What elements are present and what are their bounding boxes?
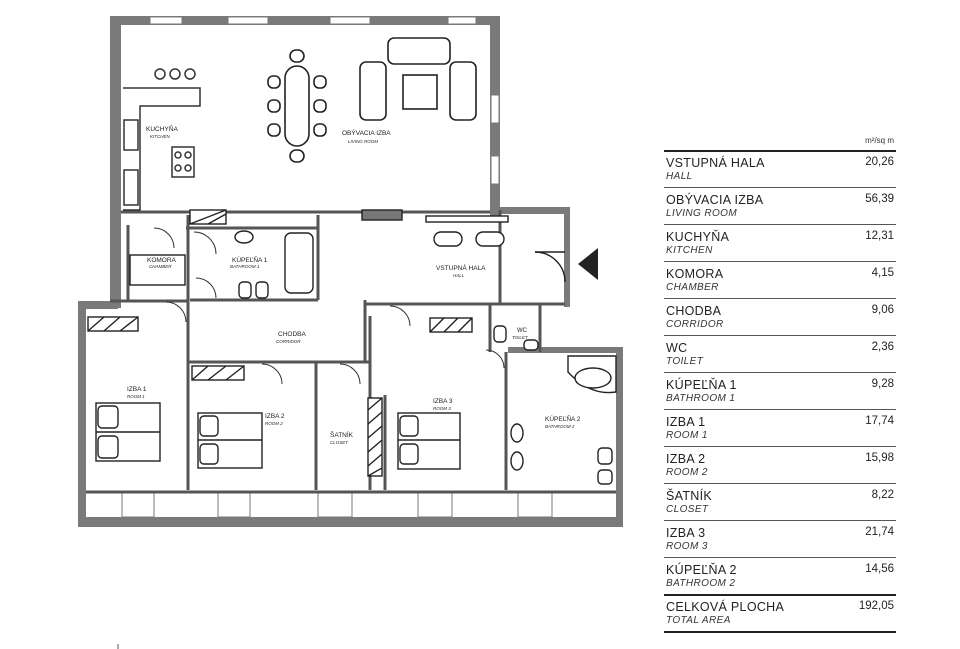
label-kitchen-name: KUCHYŇA xyxy=(146,124,178,133)
row-name: KÚPEĽŇA 2 xyxy=(666,563,737,577)
table-row: IZBA 1 ROOM 1 17,74 xyxy=(664,409,896,446)
area-unit: m²/sq m xyxy=(865,136,894,145)
room-2-furniture xyxy=(191,365,263,469)
label-chamber-sub: CHAMBER xyxy=(149,264,172,269)
bathroom-1-fixtures xyxy=(129,209,314,299)
row-sub: BATHROOM 1 xyxy=(666,393,736,404)
entrance-arrow-icon xyxy=(578,248,598,280)
label-room3-name: IZBA 3 xyxy=(433,398,453,405)
label-hall-name: VSTUPNÁ HALA xyxy=(436,263,486,272)
table-row: OBÝVACIA IZBA LIVING ROOM 56,39 xyxy=(664,187,896,224)
floor-plan: OBÝVACIA IZBA LIVING ROOM KUCHYŇA KITCHE… xyxy=(78,16,623,649)
row-sub: CLOSET xyxy=(666,504,709,515)
interior-walls xyxy=(86,210,616,494)
label-bath2-name: KÚPEĽŇA 2 xyxy=(545,414,581,423)
label-corridor-sub: CORRIDOR xyxy=(276,339,301,344)
row-sub: ROOM 1 xyxy=(666,430,708,441)
table-row-total: CELKOVÁ PLOCHA TOTAL AREA 192,05 xyxy=(664,594,896,631)
label-bath2-sub: BATHROOM 2 xyxy=(545,424,575,429)
label-wc-sub: TOILET xyxy=(512,335,529,340)
row-value: 20,26 xyxy=(865,156,894,168)
table-row: IZBA 3 ROOM 3 21,74 xyxy=(664,520,896,557)
row-value: 9,06 xyxy=(871,304,894,316)
row-value: 4,15 xyxy=(871,267,894,279)
table-row: IZBA 2 ROOM 2 15,98 xyxy=(664,446,896,483)
label-room1-name: IZBA 1 xyxy=(127,386,147,393)
table-row: WC TOILET 2,36 xyxy=(664,335,896,372)
row-value: 12,31 xyxy=(865,230,894,242)
row-name: KOMORA xyxy=(666,267,724,281)
table-row: KÚPEĽŇA 2 BATHROOM 2 14,56 xyxy=(664,557,896,594)
closet-shelves xyxy=(367,397,383,477)
row-sub: CHAMBER xyxy=(666,282,719,293)
row-value: 9,28 xyxy=(871,378,894,390)
room-labels: OBÝVACIA IZBA LIVING ROOM KUCHYŇA KITCHE… xyxy=(127,124,581,445)
table-row: KUCHYŇA KITCHEN 12,31 xyxy=(664,224,896,261)
wc-fixtures xyxy=(493,325,539,351)
label-room2-name: IZBA 2 xyxy=(265,413,285,420)
row-value: 56,39 xyxy=(865,193,894,205)
row-sub: KITCHEN xyxy=(666,245,713,256)
row-name: IZBA 2 xyxy=(666,452,706,466)
row-sub: CORRIDOR xyxy=(666,319,724,330)
row-name: CHODBA xyxy=(666,304,722,318)
row-sub: BATHROOM 2 xyxy=(666,578,736,589)
label-kitchen-sub: KITCHEN xyxy=(150,134,171,139)
row-name: OBÝVACIA IZBA xyxy=(666,193,764,207)
table-row: VSTUPNÁ HALA HALL 20,26 xyxy=(664,150,896,187)
row-name: KUCHYŇA xyxy=(666,230,730,244)
kitchen-counter xyxy=(123,68,201,211)
total-name: CELKOVÁ PLOCHA xyxy=(666,600,785,614)
row-name: IZBA 3 xyxy=(666,526,706,540)
hall-furniture xyxy=(361,209,566,283)
row-sub: ROOM 2 xyxy=(666,467,708,478)
label-living-sub: LIVING ROOM xyxy=(348,139,378,144)
row-name: KÚPEĽŇA 1 xyxy=(666,378,737,392)
label-bath1-name: KÚPEĽŇA 1 xyxy=(232,255,268,264)
row-sub: TOILET xyxy=(666,356,704,367)
label-hall-sub: HALL xyxy=(453,273,465,278)
row-sub: HALL xyxy=(666,171,693,182)
label-closet-sub: CLOSET xyxy=(330,440,349,445)
row-name: VSTUPNÁ HALA xyxy=(666,156,765,170)
label-room1-sub: ROOM 1 xyxy=(127,394,145,399)
dining-table xyxy=(267,49,327,163)
label-wc-name: WC xyxy=(517,328,528,334)
row-value: 17,74 xyxy=(865,415,894,427)
label-bath1-sub: BATHROOM 1 xyxy=(230,264,260,269)
row-value: 14,56 xyxy=(865,563,894,575)
table-row: ŠATNÍK CLOSET 8,22 xyxy=(664,483,896,520)
table-row: KOMORA CHAMBER 4,15 xyxy=(664,261,896,298)
label-chamber-name: KOMORA xyxy=(147,257,177,264)
row-name: WC xyxy=(666,341,688,355)
windows xyxy=(121,16,553,518)
room-3-furniture xyxy=(397,317,473,470)
table-row: KÚPEĽŇA 1 BATHROOM 1 9,28 xyxy=(664,372,896,409)
row-name: IZBA 1 xyxy=(666,415,706,429)
total-value: 192,05 xyxy=(858,600,894,612)
label-corridor-name: CHODBA xyxy=(278,331,306,338)
label-closet-name: ŠATNÍK xyxy=(330,430,354,439)
label-living-name: OBÝVACIA IZBA xyxy=(342,128,391,137)
bathroom-2-fixtures xyxy=(510,355,617,485)
table-bottom-rule xyxy=(664,631,896,633)
total-sub: TOTAL AREA xyxy=(666,615,731,626)
row-value: 15,98 xyxy=(865,452,894,464)
room-1-furniture xyxy=(87,316,161,462)
sofa-set xyxy=(359,37,477,121)
label-room3-sub: ROOM 3 xyxy=(433,406,451,411)
door-swings xyxy=(153,227,505,385)
row-name: ŠATNÍK xyxy=(666,489,713,503)
row-sub: ROOM 3 xyxy=(666,541,708,552)
label-room2-sub: ROOM 2 xyxy=(265,421,283,426)
table-row: CHODBA CORRIDOR 9,06 xyxy=(664,298,896,335)
row-value: 8,22 xyxy=(871,489,894,501)
row-value: 21,74 xyxy=(865,526,894,538)
row-sub: LIVING ROOM xyxy=(666,208,738,219)
row-value: 2,36 xyxy=(871,341,894,353)
